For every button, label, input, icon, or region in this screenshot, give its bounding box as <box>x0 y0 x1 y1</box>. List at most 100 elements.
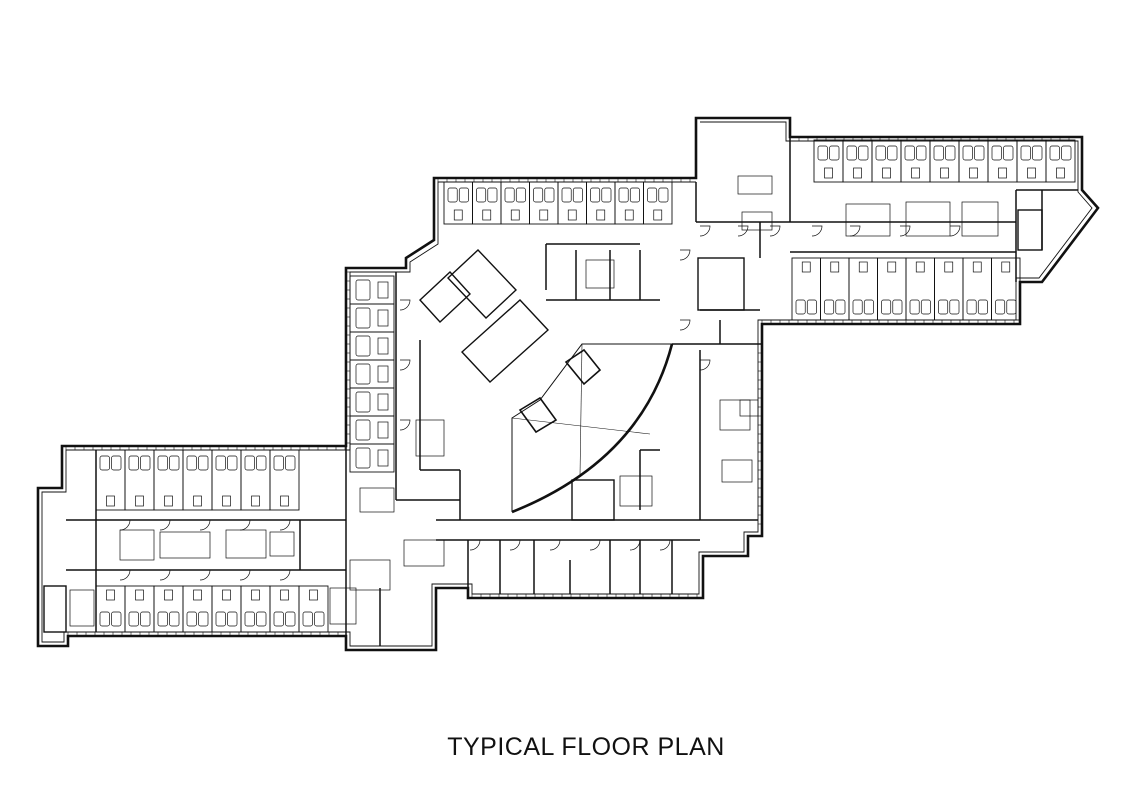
toilet-fixture <box>193 495 202 507</box>
patient-bed <box>140 455 151 471</box>
toilet-fixture <box>106 495 115 507</box>
patient-bed <box>458 187 469 203</box>
patient-bed <box>140 611 151 627</box>
patient-bed <box>974 145 985 161</box>
toilet-fixture <box>915 261 925 273</box>
door-swing <box>679 319 691 331</box>
toilet-fixture <box>482 209 492 221</box>
patient-bed <box>111 455 122 471</box>
toilet-fixture <box>453 209 463 221</box>
patient-bed <box>1020 145 1031 161</box>
equipment-block <box>403 539 445 567</box>
patient-room <box>298 585 329 633</box>
patient-bed <box>892 299 903 315</box>
patient-bed <box>933 145 944 161</box>
equipment-block <box>741 211 773 231</box>
equipment-block <box>159 531 211 559</box>
door-swing <box>159 569 171 581</box>
patient-bed <box>128 455 139 471</box>
toilet-fixture <box>1056 167 1065 179</box>
patient-room <box>1045 139 1076 183</box>
door-swing <box>549 539 561 551</box>
equipment-block <box>349 559 391 591</box>
patient-bed <box>858 145 869 161</box>
patient-bed <box>314 611 325 627</box>
stair-core <box>571 479 615 521</box>
patient-bed <box>285 455 296 471</box>
toilet-fixture <box>377 449 389 467</box>
patient-bed <box>256 455 267 471</box>
patient-bed <box>618 187 629 203</box>
patient-bed <box>198 455 209 471</box>
toilet-fixture <box>377 393 389 411</box>
patient-bed <box>1049 145 1060 161</box>
door-swing <box>659 539 671 551</box>
patient-bed <box>829 145 840 161</box>
patient-bed <box>302 611 313 627</box>
patient-bed <box>504 187 515 203</box>
patient-bed <box>256 611 267 627</box>
toilet-fixture <box>280 495 289 507</box>
toilet-fixture <box>653 209 663 221</box>
patient-bed <box>904 145 915 161</box>
patient-bed <box>561 187 572 203</box>
toilet-fixture <box>251 495 260 507</box>
toilet-fixture <box>135 495 144 507</box>
patient-bed <box>215 455 226 471</box>
patient-bed <box>544 187 555 203</box>
patient-bed <box>355 363 371 385</box>
patient-bed <box>186 455 197 471</box>
void-outline <box>564 348 602 386</box>
stair-core <box>43 585 67 633</box>
patient-bed <box>938 299 949 315</box>
toilet-fixture <box>882 167 891 179</box>
patient-bed <box>476 187 487 203</box>
door-swing <box>119 569 131 581</box>
toilet-fixture <box>624 209 634 221</box>
toilet-fixture <box>1001 261 1011 273</box>
patient-bed <box>128 611 139 627</box>
patient-bed <box>875 145 886 161</box>
door-swing <box>279 519 291 531</box>
patient-bed <box>157 455 168 471</box>
patient-room <box>349 443 395 473</box>
patient-bed <box>962 145 973 161</box>
patient-bed <box>355 279 371 301</box>
toilet-fixture <box>998 167 1007 179</box>
toilet-fixture <box>135 589 144 601</box>
patient-bed <box>977 299 988 315</box>
equipment-block <box>415 419 445 457</box>
toilet-fixture <box>911 167 920 179</box>
patient-bed <box>215 611 226 627</box>
patient-bed <box>817 145 828 161</box>
toilet-fixture <box>972 261 982 273</box>
door-swing <box>899 225 911 237</box>
toilet-fixture <box>853 167 862 179</box>
patient-bed <box>99 611 110 627</box>
toilet-fixture <box>510 209 520 221</box>
atrium-curved-wall <box>511 343 674 514</box>
patient-bed <box>824 299 835 315</box>
toilet-fixture <box>944 261 954 273</box>
toilet-fixture <box>539 209 549 221</box>
toilet-fixture <box>830 261 840 273</box>
fixtures <box>69 145 1072 627</box>
toilet-fixture <box>193 589 202 601</box>
door-swing <box>399 299 411 311</box>
patient-bed <box>991 145 1002 161</box>
door-swing <box>811 225 823 237</box>
plan-title: TYPICAL FLOOR PLAN <box>447 733 725 761</box>
exterior-wall-inner <box>41 121 1093 647</box>
toilet-fixture <box>377 365 389 383</box>
door-swing <box>949 225 961 237</box>
patient-bed <box>111 611 122 627</box>
stair-core <box>1017 209 1043 251</box>
equipment-block <box>619 475 653 507</box>
patient-bed <box>590 187 601 203</box>
toilet-fixture <box>222 495 231 507</box>
door-swing <box>199 569 211 581</box>
patient-bed <box>881 299 892 315</box>
patient-bed <box>658 187 669 203</box>
door-swing <box>279 569 291 581</box>
patient-bed <box>487 187 498 203</box>
